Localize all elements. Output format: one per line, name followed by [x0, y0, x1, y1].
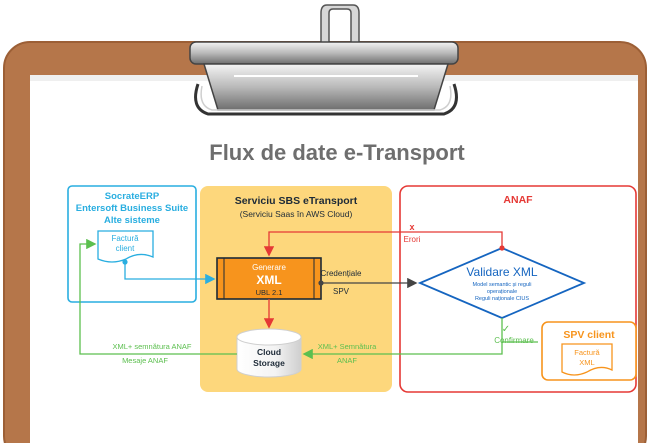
checkmark-icon: ✓ [502, 324, 510, 335]
confirmation-arrow [302, 318, 503, 360]
spv-doc-label-2: XML [579, 358, 594, 367]
source-label-1: SocrateERP [105, 191, 160, 202]
spv-doc-label-1: Factură [574, 348, 600, 357]
generate-label-1: Generare [252, 263, 286, 272]
error-x-icon: x [409, 222, 414, 232]
anaf-title: ANAF [503, 194, 533, 206]
return-label-1: XML+ semnătura ANAF [113, 342, 192, 351]
credentials-label-2: SPV [333, 287, 350, 296]
service-subtitle: (Serviciu Saas în AWS Cloud) [240, 209, 353, 219]
storage-label-2: Storage [253, 358, 285, 368]
invoice-arrow [124, 261, 216, 285]
diagram-title: Flux de date e-Transport [209, 140, 465, 165]
generate-label-3: UBL 2.1 [256, 288, 283, 297]
validation-line-2: operaționale [487, 289, 517, 295]
confirmation-label: Confirmare [494, 336, 534, 345]
credentials-label-1: Credențiale [321, 269, 362, 278]
validation-line-3: Reguli naționale CIUS [475, 296, 529, 302]
generate-label-2: XML [256, 273, 281, 287]
source-label-3: Alte sisteme [104, 215, 160, 226]
document-icon [97, 230, 154, 263]
validation-title: Validare XML [466, 265, 537, 279]
storage-label-1: Cloud [257, 347, 281, 357]
source-label-2: Entersoft Business Suite [76, 203, 188, 214]
storage-in-label-1: XML+ Semnătura [318, 342, 377, 351]
storage-in-label-2: ANAF [337, 356, 357, 365]
spv-client-title: SPV client [563, 329, 615, 341]
invoice-doc-label-2: client [116, 244, 135, 253]
errors-arrow [263, 231, 503, 257]
return-label-2: Mesaje ANAF [122, 356, 168, 365]
invoice-doc-label-1: Factură [111, 234, 139, 243]
return-arrow [79, 238, 237, 355]
binder-clip-icon [189, 4, 459, 116]
document-icon [561, 343, 613, 376]
service-title: Serviciu SBS eTransport [235, 195, 358, 207]
database-icon [236, 328, 302, 378]
errors-label: Erori [404, 235, 421, 244]
validation-line-1: Model semantic și reguli [473, 282, 532, 288]
